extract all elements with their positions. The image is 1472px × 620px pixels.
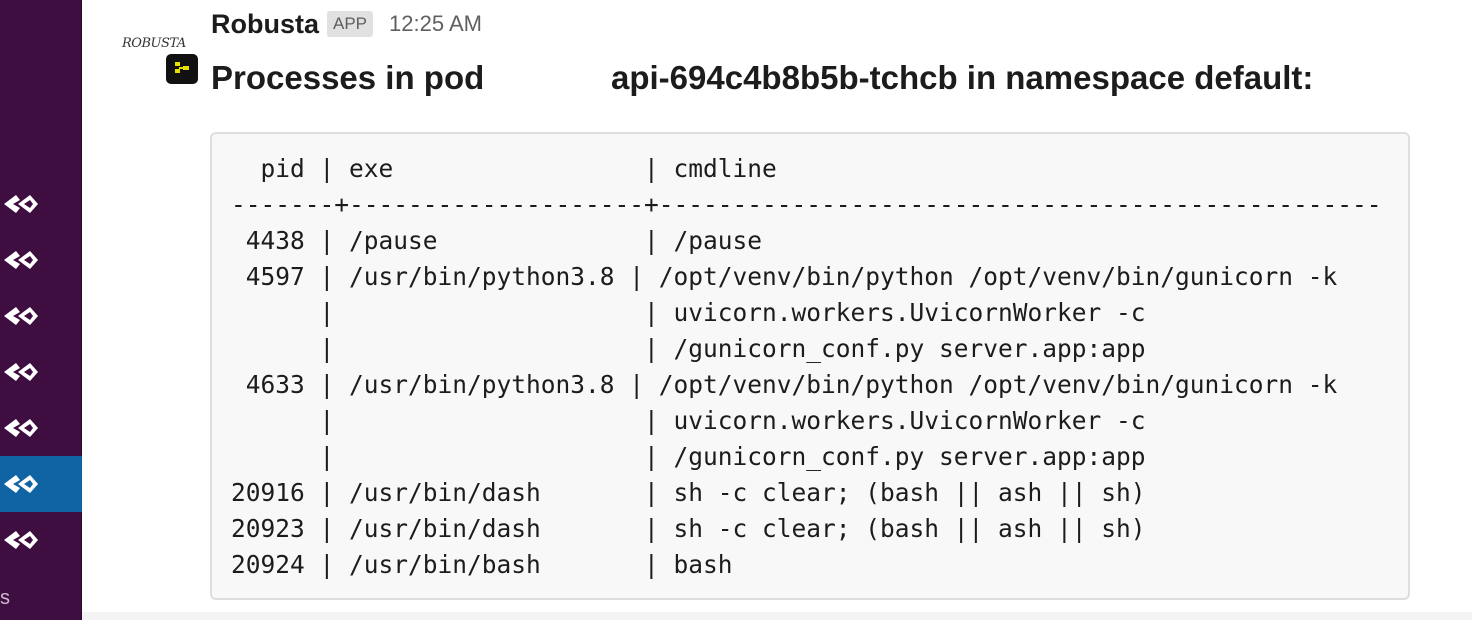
app-badge: APP [327,11,374,37]
code-line: 4633 | /usr/bin/python3.8 | /opt/venv/bi… [231,370,1338,399]
sidebar-item-3[interactable] [0,288,82,344]
code-line: | | uvicorn.workers.UvicornWorker -c [231,298,1146,327]
code-line: 20924 | /usr/bin/bash | bash [231,550,733,579]
sender-name[interactable]: Robusta [211,8,319,39]
chevron-left-double-icon [4,251,38,269]
sidebar-item-2[interactable] [0,232,82,288]
sidebar-item-5[interactable] [0,400,82,456]
code-line: 4438 | /pause | /pause [231,226,763,255]
chevron-left-double-icon [4,475,38,493]
chevron-left-double-icon [4,307,38,325]
code-line: | | /gunicorn_conf.py server.app:app [231,334,1146,363]
message-header: Robusta APP 12:25 AM [211,5,482,43]
robusta-logo[interactable]: ROBUSTA [122,34,192,56]
code-line: | | uvicorn.workers.UvicornWorker -c [231,406,1146,435]
sidebar-item-6-active[interactable] [0,456,82,512]
code-line: pid | exe | cmdline [231,154,777,183]
bot-badge-icon [166,54,198,84]
code-line: 20923 | /usr/bin/dash | sh -c clear; (ba… [231,514,1146,543]
sidebar-trailing-text: s [0,587,10,609]
code-line: 4597 | /usr/bin/python3.8 | /opt/venv/bi… [231,262,1338,291]
bottom-divider [82,612,1472,620]
sidebar-item-4[interactable] [0,344,82,400]
hierarchy-icon [175,62,189,73]
process-table: pid | exe | cmdline -------+------------… [231,151,1382,583]
message-title-part2: api-694c4b8b5b-tchcb in namespace defaul… [611,59,1314,96]
code-line: 20916 | /usr/bin/dash | sh -c clear; (ba… [231,478,1146,507]
chevron-left-double-icon [4,531,38,549]
sidebar-item-1[interactable] [0,176,82,232]
code-line: -------+--------------------+-----------… [231,190,1382,219]
logo-text: ROBUSTA [122,36,186,51]
message-title-part1: Processes in pod [211,59,485,96]
chevron-left-double-icon [4,419,38,437]
code-block: pid | exe | cmdline -------+------------… [210,132,1410,600]
sidebar-item-7[interactable] [0,512,82,568]
chevron-left-double-icon [4,363,38,381]
workspace-sidebar: s [0,0,82,620]
chevron-left-double-icon [4,195,38,213]
message-timestamp[interactable]: 12:25 AM [389,11,482,36]
code-line: | | /gunicorn_conf.py server.app:app [231,442,1146,471]
